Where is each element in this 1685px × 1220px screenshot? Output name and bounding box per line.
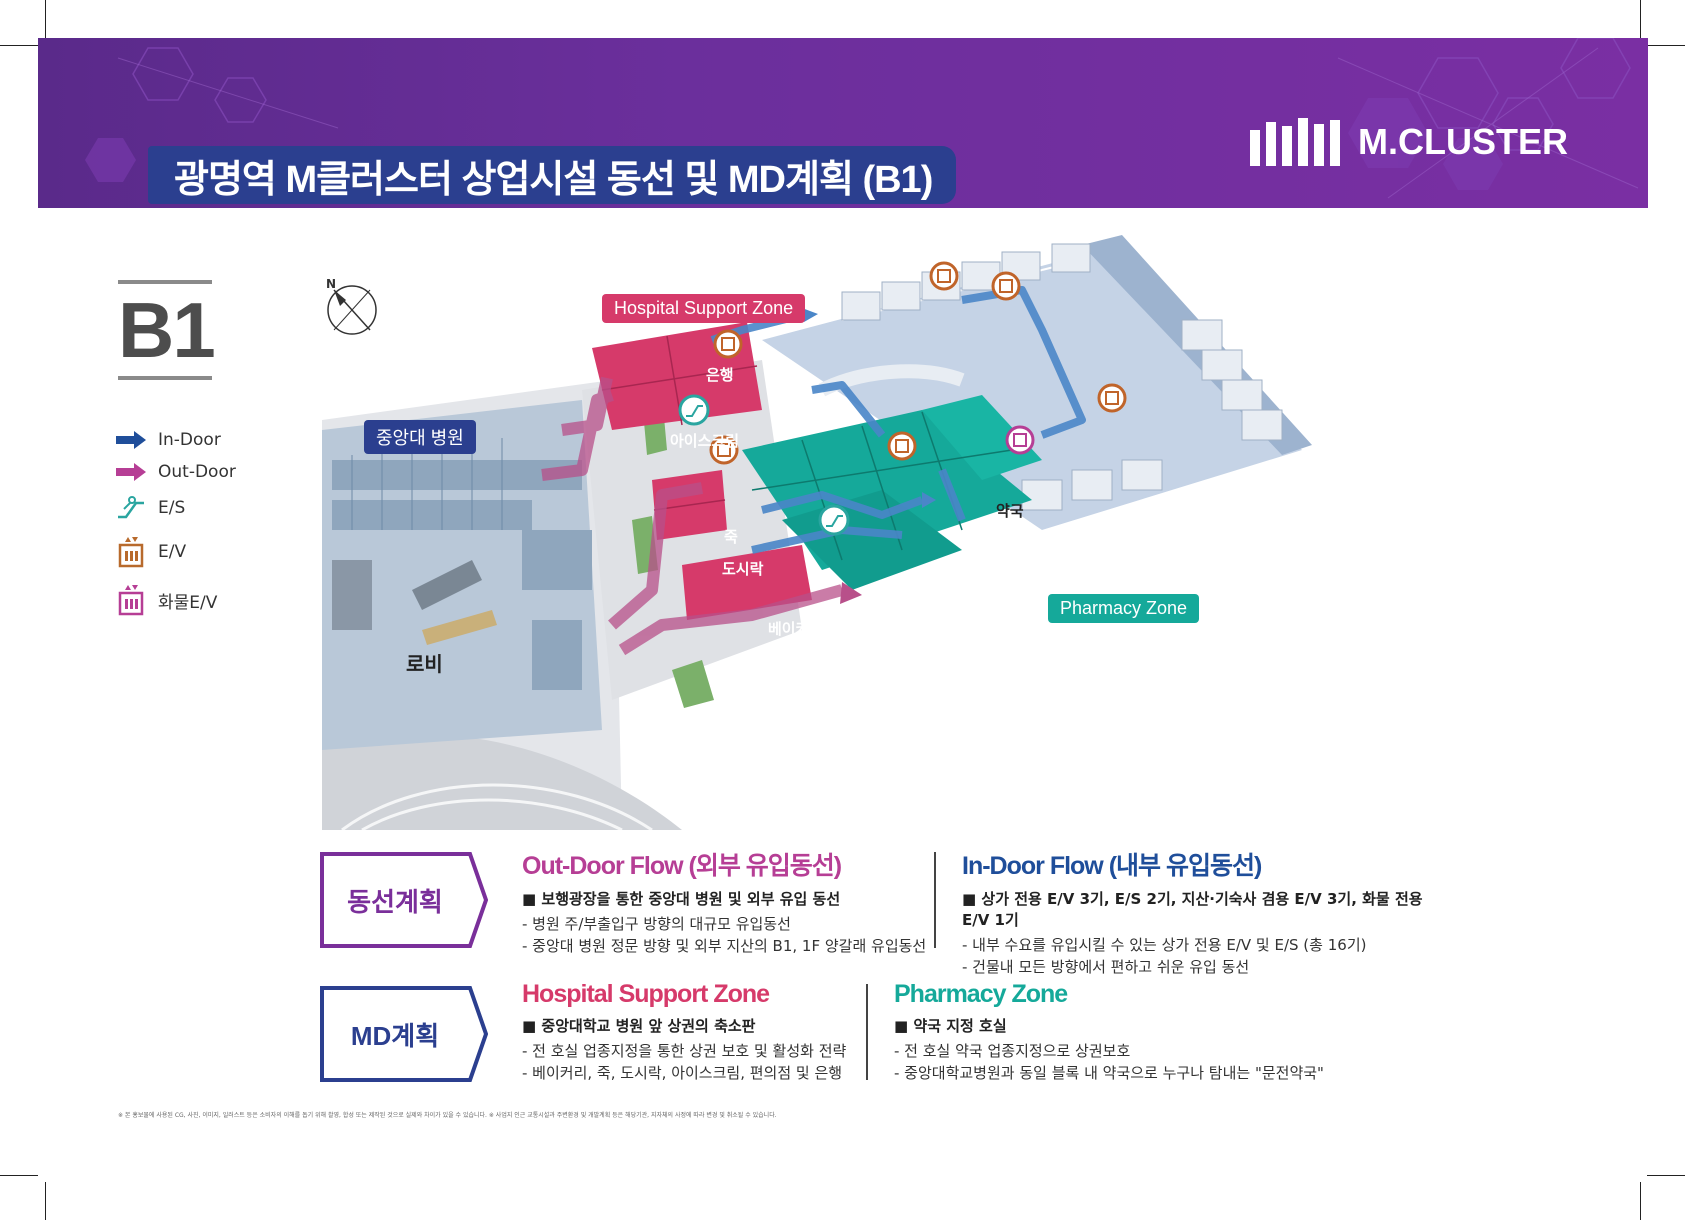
shop-label-bakery: 베이커리 [768,620,824,638]
legend-item-indoor: In-Door [116,424,236,456]
crop-mark [1640,1182,1641,1220]
page-title: 광명역 M클러스터 상업시설 동선 및 MD계획 (B1) [174,158,933,201]
escalator-icon [116,493,150,523]
shop-label-icecream: 아이스크림 [670,432,740,450]
pharmacy-title: Pharmacy Zone [894,980,1068,1008]
indoor-flow-title: In-Door Flow (내부 유입동선) [962,852,1262,880]
shop-label-bank: 은행 [706,366,734,384]
crop-mark [0,1175,38,1176]
freight-elevator-icon [116,585,150,616]
escalator-pin-icon [678,394,850,536]
crop-mark [1647,1175,1685,1176]
legend-label: In-Door [158,430,221,450]
shop-label-convenience: 편의점 [774,404,816,422]
floor-plan-illustration: N [322,235,1312,832]
crop-mark [45,1182,46,1220]
divider [934,852,936,948]
shop-label-lobby: 로비 [406,652,443,676]
divider [866,984,868,1080]
pharmacy-zone-label: Pharmacy Zone [1048,594,1200,623]
floor-marker: B1 [118,280,216,380]
shop-label-lunchbox: 도시락 [722,560,764,578]
hospital-support-title: Hospital Support Zone [522,980,770,1008]
floor-label: B1 [118,286,216,374]
elevator-icon [116,537,150,568]
md-plan-title: MD계획 [350,1020,440,1051]
mcluster-logo-icon [1250,118,1340,166]
hospital-support-head: ■ 중앙대학교 병원 앞 상권의 축소판 [522,1017,756,1035]
compass-icon: N [326,277,377,335]
legend-label: 화물E/V [158,592,218,613]
brand-name: M.CLUSTER [1358,121,1568,162]
outdoor-flow-section: Out-Door Flow (외부 유입동선) ■ 보행광장을 통한 중앙대 병… [522,846,932,957]
indoor-flow-line: - 내부 수요를 유입시킬 수 있는 상가 전용 E/V 및 E/S (총 16… [962,936,1367,954]
footnote: ※ 본 홍보물에 사용된 CG, 사진, 이미지, 일러스트 등은 소비자의 이… [118,1112,777,1119]
crop-mark [1640,0,1641,38]
hospital-support-line: - 전 호실 업종지정을 통한 상권 보호 및 활성화 전략 [522,1042,847,1060]
indoor-flow-section: In-Door Flow (내부 유입동선) ■ 상가 전용 E/V 3기, E… [962,846,1432,978]
hospital-support-line: - 베이커리, 죽, 도시락, 아이스크림, 편의점 및 은행 [522,1064,843,1082]
header-band: 광명역 M클러스터 상업시설 동선 및 MD계획 (B1) M.CLUSTER [38,38,1648,208]
outdoor-flow-line: - 병원 주/부출입구 방향의 대규모 유입동선 [522,915,791,933]
indoor-flow-head: ■ 상가 전용 E/V 3기, E/S 2기, 지산·기숙사 겸용 E/V 3기… [962,890,1423,929]
legend-label: E/V [158,542,187,562]
crop-mark [45,0,46,38]
legend-item-freight-ev: 화물E/V [116,576,236,624]
legend: In-Door Out-Door E/S E/V 화물E/V [116,424,236,624]
page-title-box: 광명역 M클러스터 상업시설 동선 및 MD계획 (B1) [148,146,957,204]
pharmacy-head: ■ 약국 지정 호실 [894,1017,1007,1035]
divider [118,280,212,284]
md-plan-tag: MD계획 [320,986,488,1082]
hexagon-pattern [85,38,1639,199]
magenta-arrow-icon [116,457,150,487]
indoor-flow-line: - 건물내 모든 방향에서 편하고 쉬운 유입 동선 [962,958,1250,976]
shop-label-porridge: 죽 [724,528,738,546]
legend-item-ev: E/V [116,528,236,576]
hospital-support-zone-label: Hospital Support Zone [602,294,806,323]
svg-text:N: N [326,277,336,291]
crop-mark [0,45,38,46]
divider [118,376,212,380]
outdoor-flow-head: ■ 보행광장을 통한 중앙대 병원 및 외부 유입 동선 [522,890,841,908]
legend-item-es: E/S [116,488,236,528]
crop-mark [1647,45,1685,46]
hospital-support-section: Hospital Support Zone ■ 중앙대학교 병원 앞 상권의 축… [522,980,862,1084]
hospital-label: 중앙대 병원 [364,420,476,454]
outdoor-flow-line: - 중앙대 병원 정문 방향 및 외부 지산의 B1, 1F 양갈래 유입동선 [522,937,927,955]
blue-arrow-icon [116,425,150,455]
pharmacy-section: Pharmacy Zone ■ 약국 지정 호실 - 전 호실 약국 업종지정으… [894,980,1414,1084]
flow-plan-tag: 동선계획 [320,852,488,948]
floor-map: N Hospital Support Zone P [322,230,1402,832]
brand-logo: M.CLUSTER [1250,118,1568,166]
outdoor-flow-title: Out-Door Flow (외부 유입동선) [522,852,842,880]
elevator-pin-icon [709,261,1127,465]
flow-plan-title: 동선계획 [347,886,443,917]
legend-label: Out-Door [158,462,236,482]
pharmacy-line: - 전 호실 약국 업종지정으로 상권보호 [894,1042,1131,1060]
pharmacy-line: - 중앙대학교병원과 동일 블록 내 약국으로 누구나 탐내는 "문전약국" [894,1064,1324,1082]
shop-label-pharmacy: 약국 [996,502,1024,520]
freight-elevator-pin-icon [1005,425,1035,455]
legend-label: E/S [158,498,186,518]
legend-item-outdoor: Out-Door [116,456,236,488]
